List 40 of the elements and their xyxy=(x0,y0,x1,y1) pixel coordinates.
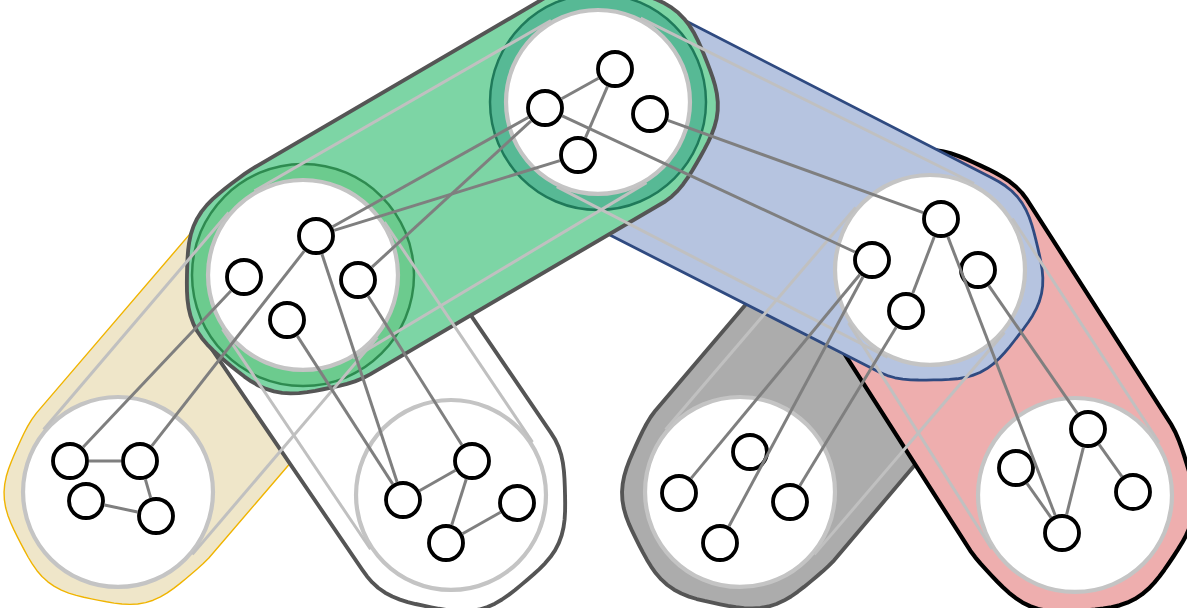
connector-line xyxy=(150,250,306,447)
connector-line xyxy=(333,159,561,232)
connector-line xyxy=(727,275,865,528)
connector-line xyxy=(584,85,609,139)
connector-line xyxy=(813,331,1006,556)
connector-line xyxy=(1025,482,1053,519)
connector-line xyxy=(946,236,1057,516)
connector-line xyxy=(987,284,1079,415)
vertex-circle xyxy=(1114,473,1152,511)
connector-line xyxy=(42,211,230,431)
connector-line xyxy=(81,289,233,449)
connector-line xyxy=(1065,447,1085,515)
connector-line xyxy=(560,76,600,101)
connector-line xyxy=(911,236,936,294)
connector-line xyxy=(556,185,889,359)
connector-line xyxy=(798,326,898,487)
connector-line xyxy=(1011,217,1161,444)
connector-line xyxy=(331,115,530,229)
connector-line xyxy=(561,114,856,254)
connector-line xyxy=(689,273,862,480)
connector-line xyxy=(1097,443,1124,478)
connector-line xyxy=(253,19,552,193)
vertex-circle xyxy=(701,524,739,562)
connector-line xyxy=(320,253,399,483)
connector-line xyxy=(418,469,457,492)
connector-line xyxy=(296,335,394,485)
connector-line xyxy=(352,181,648,360)
connector-line xyxy=(370,119,533,269)
connector-line xyxy=(143,478,153,499)
connector-line xyxy=(664,206,857,431)
connector-line xyxy=(461,510,502,535)
connector-line xyxy=(640,16,975,185)
connector-line xyxy=(450,478,468,526)
connector-line xyxy=(366,295,464,446)
connector-line xyxy=(667,119,924,214)
connector-line xyxy=(88,459,122,463)
connector-line xyxy=(191,336,379,556)
vertex-circle xyxy=(427,524,465,562)
connector-line xyxy=(104,503,138,514)
connector-line xyxy=(847,322,994,550)
